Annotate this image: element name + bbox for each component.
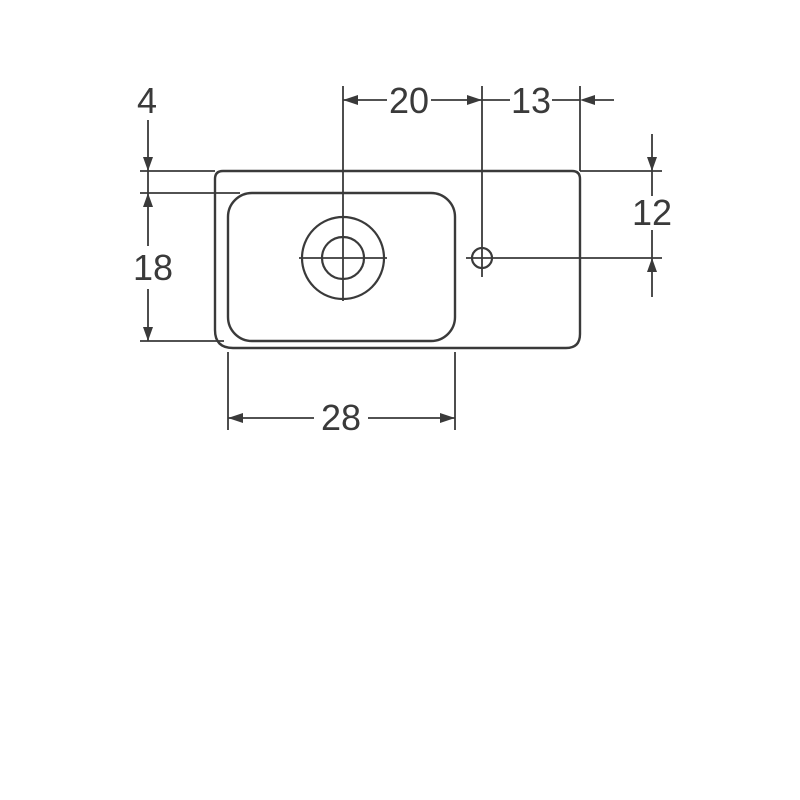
bowl-outline xyxy=(226,191,457,343)
arrow-20-right xyxy=(467,95,482,105)
arrow-13-right-outside xyxy=(580,95,595,105)
side-hole xyxy=(466,86,662,277)
dim-label-28: 28 xyxy=(321,397,361,438)
dim-label-20: 20 xyxy=(389,80,429,121)
arrow-12-up xyxy=(647,258,657,272)
basin-outer-outline xyxy=(213,169,582,350)
arrow-18-up xyxy=(143,193,153,207)
drawing-linework xyxy=(140,86,662,430)
arrow-20-left xyxy=(343,95,358,105)
dimension-lines xyxy=(147,99,653,419)
dim-label-12: 12 xyxy=(632,192,672,233)
arrow-28-left xyxy=(228,413,243,423)
dimension-labels: 4 20 13 12 18 28 xyxy=(133,80,672,438)
dim-label-18: 18 xyxy=(133,247,173,288)
arrow-4-down xyxy=(143,157,153,171)
tap-hole xyxy=(299,86,387,301)
arrow-18-down xyxy=(143,327,153,341)
dim-label-4: 4 xyxy=(137,80,157,121)
arrow-12-down xyxy=(647,157,657,171)
arrow-28-right xyxy=(440,413,455,423)
dim-label-13: 13 xyxy=(511,80,551,121)
dimension-arrowheads xyxy=(143,95,657,423)
